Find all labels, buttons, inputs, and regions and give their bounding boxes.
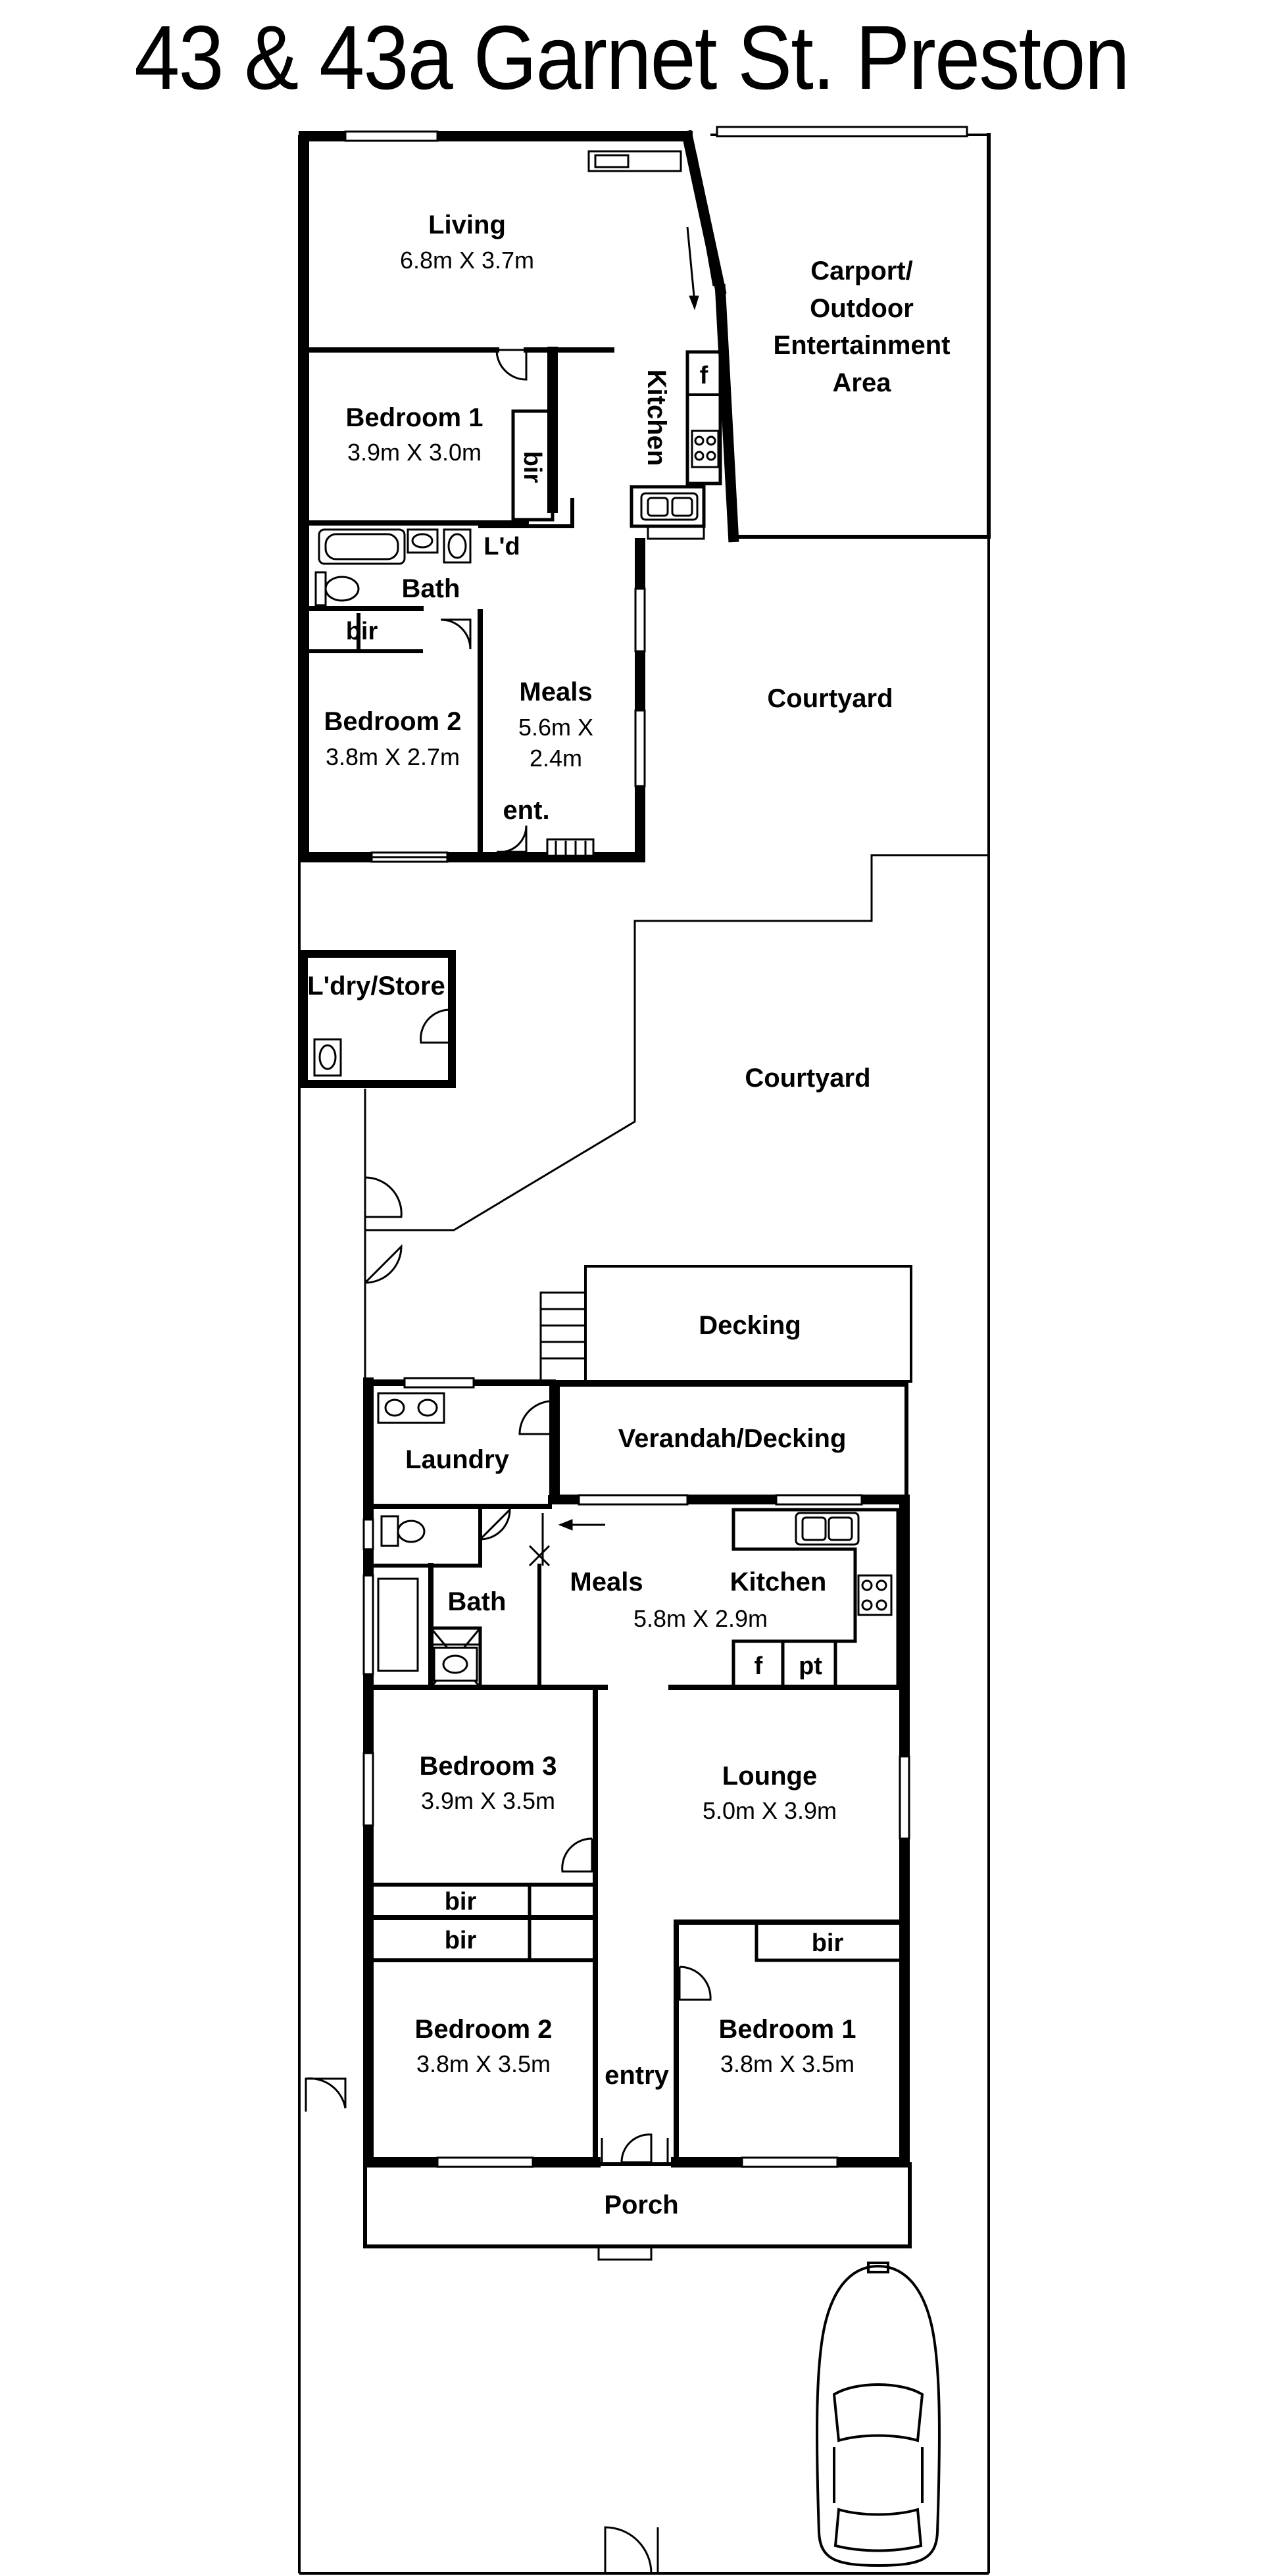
bedroom3-robe: bir <box>445 1888 477 1916</box>
upper-bedroom1-label: Bedroom 1 <box>346 403 483 432</box>
upper-laundry-label: L'd <box>483 533 520 560</box>
upper-courtyard-label: Courtyard <box>767 684 893 713</box>
lower-meals-label: Meals <box>570 1568 643 1597</box>
door-swings-lower <box>479 1400 712 2164</box>
upper-fridge-label: f <box>700 362 708 389</box>
sliding-door <box>686 154 720 310</box>
carport-label-1: Carport/ <box>810 257 913 285</box>
front-gate <box>604 2526 659 2574</box>
lower-fridge-label: f <box>755 1652 763 1680</box>
lounge-dims: 5.0m X 3.9m <box>703 1797 837 1824</box>
lower-fixtures <box>377 1392 893 1682</box>
decking-structure <box>365 1265 912 1383</box>
lower-bath-label: Bath <box>448 1587 507 1616</box>
living-dims: 6.8m X 3.7m <box>400 247 534 274</box>
upper-kitchen-label: Kitchen <box>642 370 671 466</box>
bedroom3-dims: 3.9m X 3.5m <box>421 1787 555 1814</box>
lower-bedroom1-label: Bedroom 1 <box>719 2015 856 2044</box>
lower-kitchen-dims: 5.8m X 2.9m <box>633 1605 768 1632</box>
carport-label-3: Entertainment <box>774 331 951 360</box>
upper-entry-label: ent. <box>503 796 549 825</box>
porch-label: Porch <box>604 2191 678 2219</box>
lower-bedroom2-dims: 3.8m X 3.5m <box>416 2050 551 2077</box>
bedroom2-robe: bir <box>445 1927 477 1954</box>
entry-label: entry <box>605 2061 670 2090</box>
upper-bath-label: Bath <box>402 574 460 603</box>
bedroom1-robe: bir <box>812 1929 844 1957</box>
upper-meals-dims-2: 2.4m <box>530 745 582 772</box>
lower-laundry-label: Laundry <box>405 1445 510 1474</box>
upper-bedroom2-label: Bedroom 2 <box>324 707 462 736</box>
page-title: 43 & 43a Garnet St. Preston <box>134 7 1130 109</box>
car-icon <box>816 2262 941 2567</box>
upper-bedroom1-dims: 3.9m X 3.0m <box>347 439 482 466</box>
lower-pantry-label: pt <box>799 1652 822 1680</box>
courtyard-boundaries <box>299 854 989 1231</box>
shared-courtyard-label: Courtyard <box>745 1064 870 1093</box>
upper-bedroom1-robe: bir <box>518 451 546 483</box>
sink-icon <box>640 492 699 521</box>
upper-robe2-label: bir <box>346 618 378 645</box>
lower-bedroom2-label: Bedroom 2 <box>415 2015 553 2044</box>
lower-windows <box>362 1377 910 2168</box>
verandah-label: Verandah/Decking <box>618 1424 847 1453</box>
lower-bedroom1-dims: 3.8m X 3.5m <box>720 2050 854 2077</box>
arrow-icon <box>558 1519 605 1531</box>
upper-windows <box>344 126 968 863</box>
door-swings-upper <box>440 349 528 853</box>
living-label: Living <box>428 211 506 239</box>
carport-label-4: Area <box>833 368 892 397</box>
bedroom3-label: Bedroom 3 <box>420 1752 557 1781</box>
upper-bedroom2-dims: 3.8m X 2.7m <box>326 743 460 770</box>
decking-label: Decking <box>699 1311 801 1340</box>
side-path <box>305 1089 403 2112</box>
heater-icon <box>587 150 682 172</box>
upper-meals-label: Meals <box>519 678 592 706</box>
lower-kitchen-label: Kitchen <box>730 1568 827 1597</box>
lounge-label: Lounge <box>722 1762 817 1791</box>
carport-label-2: Outdoor <box>810 294 914 323</box>
laundry-store-label: L'dry/Store <box>307 972 445 1001</box>
laundry-store-structure <box>300 950 456 1088</box>
upper-meals-dims-1: 5.6m X <box>518 714 593 741</box>
upper-bath-fixtures <box>314 528 472 607</box>
stove-icon <box>691 430 720 468</box>
